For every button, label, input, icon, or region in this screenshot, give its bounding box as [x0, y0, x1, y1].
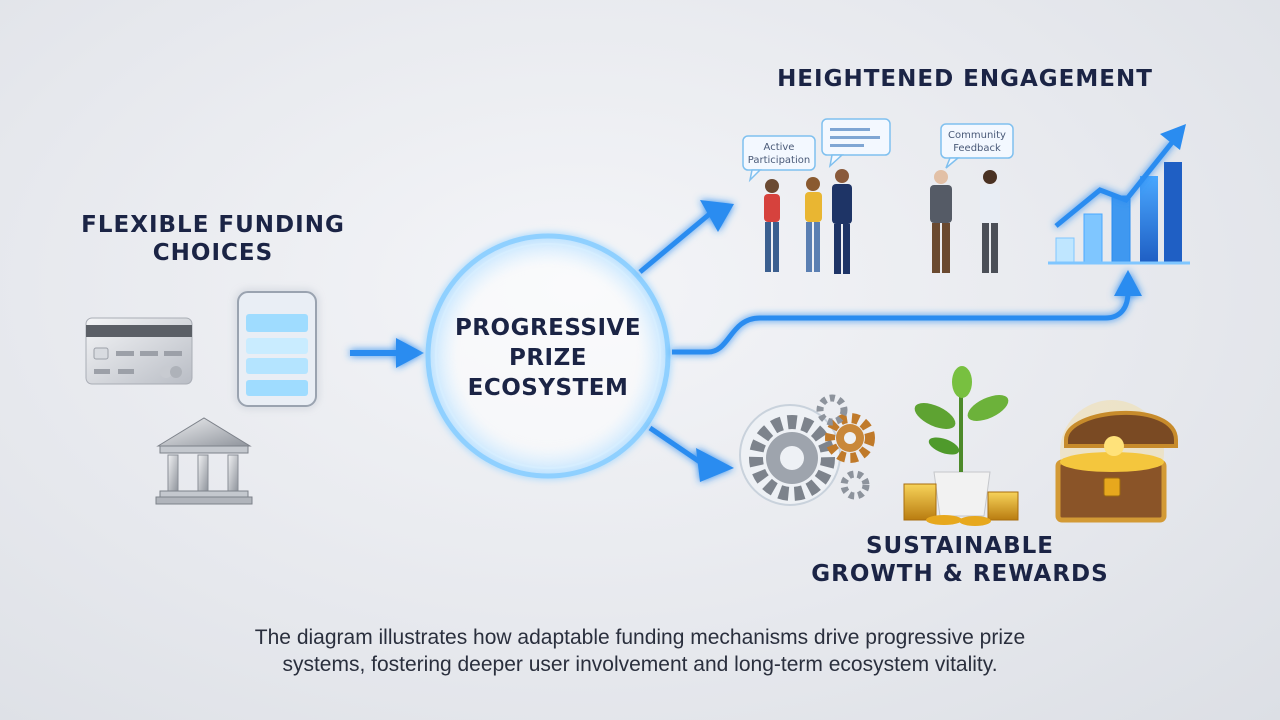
- speech-bubble-lines: [821, 118, 891, 169]
- person-3: [832, 169, 852, 274]
- speech-bubble-community: Community Feedback: [940, 123, 1014, 169]
- smartphone-icon: [237, 291, 317, 407]
- hub-ring: [425, 233, 671, 479]
- bar-chart-icon: [1048, 124, 1190, 265]
- arrow-to-growth: [648, 425, 734, 482]
- arrow-to-chart: [672, 270, 1142, 355]
- arrow-to-engagement: [638, 200, 734, 274]
- credit-card-icon: [85, 317, 193, 385]
- speech-bubble-active: Active Participation: [742, 135, 816, 183]
- treasure-chest-icon: [1055, 400, 1178, 523]
- bank-icon: [155, 417, 253, 505]
- person-1: [764, 179, 780, 272]
- people-icon: [764, 169, 1000, 274]
- heading-heightened-engagement: HEIGHTENED ENGAGEMENT: [777, 66, 1153, 92]
- bubble-active-line1: Active: [764, 142, 795, 153]
- bubble-active-line2: Participation: [748, 155, 810, 166]
- person-5: [980, 170, 1000, 273]
- arrow-to-hub: [350, 338, 424, 368]
- bubble-community-line2: Feedback: [953, 143, 1001, 154]
- person-4: [930, 170, 952, 273]
- plant-icon: [914, 366, 1009, 517]
- coins-icon: [903, 483, 1019, 526]
- bubble-community-line1: Community: [948, 130, 1006, 141]
- gears-icon: [739, 394, 875, 506]
- person-2: [805, 177, 822, 272]
- caption: The diagram illustrates how adaptable fu…: [254, 626, 1026, 676]
